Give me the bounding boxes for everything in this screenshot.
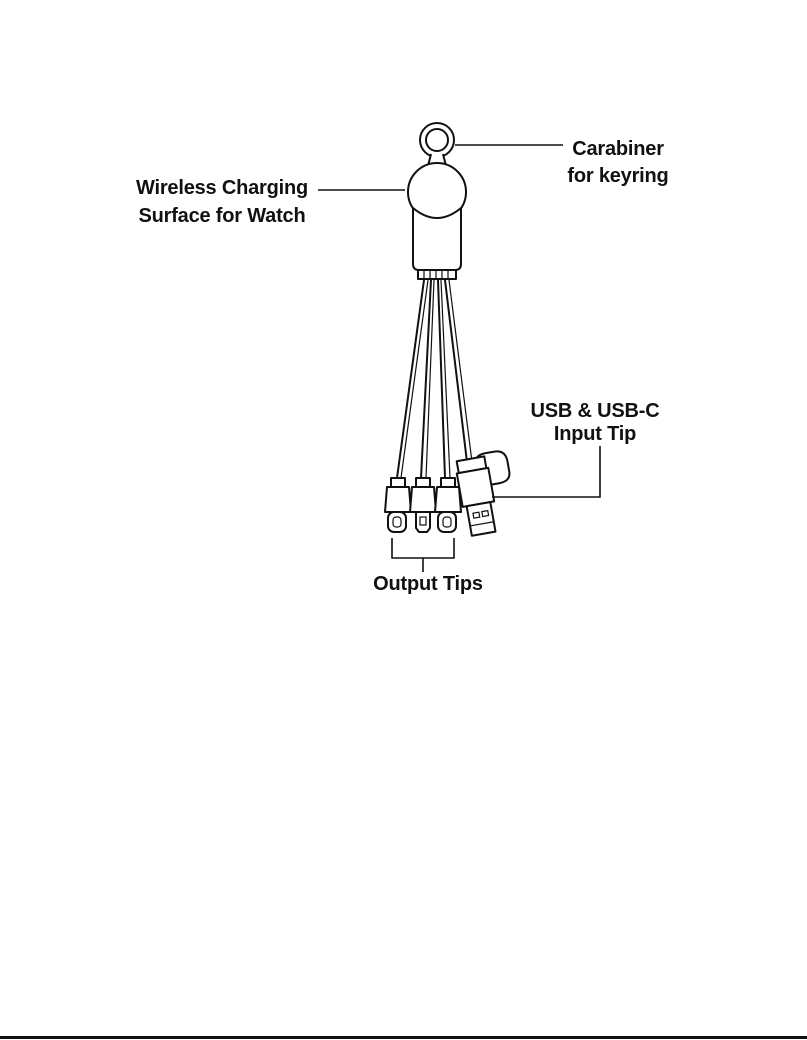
- device-body: [413, 208, 461, 279]
- bottom-rule: [0, 1036, 807, 1039]
- output-tip-micro-usb: [410, 478, 436, 532]
- keyring-ring: [420, 123, 454, 166]
- carabiner-label-line1: Carabiner: [572, 138, 664, 160]
- input-label-line2: Input Tip: [554, 423, 636, 445]
- carabiner-label-line2: for keyring: [567, 165, 668, 187]
- output-bracket: [392, 538, 454, 558]
- wireless-label-line1: Wireless Charging: [136, 177, 308, 199]
- input-tip-usb-adapter: [454, 450, 519, 537]
- input-label-line1: USB & USB-C: [531, 400, 660, 422]
- output-tip-usb-c-right: [435, 478, 461, 532]
- output-label: Output Tips: [373, 573, 483, 595]
- wireless-label-line2: Surface for Watch: [138, 205, 305, 227]
- output-tip-usb-c-left: [385, 478, 411, 532]
- cables: [397, 280, 472, 478]
